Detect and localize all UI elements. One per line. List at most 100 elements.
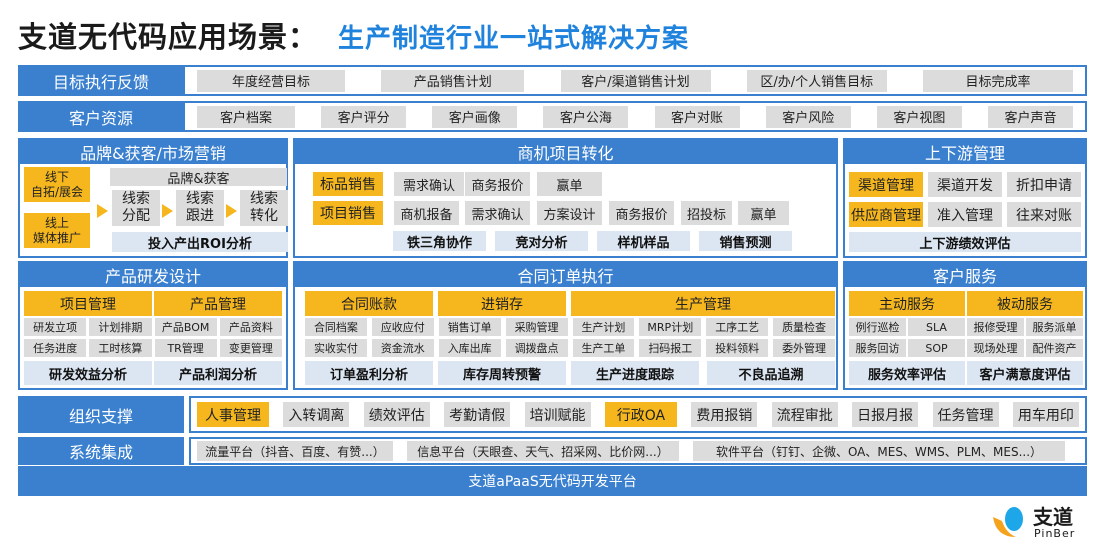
brand-step: 线索 转化 [240,190,288,226]
order-item: 销售订单 [438,318,501,336]
system-row: 流量平台（抖音、百度、有赞...） 信息平台（天眼查、天气、招采网、比价网...… [189,437,1087,465]
updown-panel: 上下游管理 渠道管理 渠道开发 折扣申请 供应商管理 准入管理 往来对账 上下游… [843,138,1087,258]
opportunity-step: 商机报备 [394,201,459,225]
rnd-item: 任务进度 [24,339,87,357]
order-item: 入库出库 [438,339,501,357]
customer-item: 客户评分 [321,105,407,128]
rnd-panel: 产品研发设计 项目管理 产品管理 研发立项 计划排期 产品BOM 产品资料 任务… [18,261,288,390]
order-header: 合同账款 [305,291,433,316]
opportunity-row-label: 项目销售 [313,201,383,225]
opportunity-step: 商务报价 [465,172,530,196]
customer-item: 客户档案 [197,105,295,128]
brand-panel: 品牌&获客/市场营销 线下 自拓/展会 线上 媒体推广 品牌&获客 线索 分配 … [18,138,288,258]
order-item: MRP计划 [639,318,702,336]
rnd-item: 产品BOM [154,318,217,336]
org-label: 组织支撑 [18,396,184,433]
rnd-item: 产品资料 [219,318,282,336]
system-label: 系统集成 [18,437,184,465]
order-item: 调拨盘点 [505,339,568,357]
rnd-analysis: 产品利润分析 [154,361,282,385]
order-item: 采购管理 [505,318,568,336]
opportunity-panel: 商机项目转化 标品销售 需求确认 商务报价 赢单 项目销售 商机报备 需求确认 … [293,138,838,258]
order-analysis: 生产进度跟踪 [571,361,699,385]
platform-bar: 支道aPaaS无代码开发平台 [18,466,1087,496]
org-item: 用车用印 [1012,402,1079,427]
brand-step: 线索 跟进 [176,190,224,226]
opportunity-analysis: 竞对分析 [495,231,588,251]
service-item: 服务回访 [849,339,906,357]
service-title: 客户服务 [845,263,1085,287]
org-item: 任务管理 [932,402,999,427]
goal-item: 客户/渠道销售计划 [560,69,711,92]
order-item: 投料领料 [706,339,769,357]
order-item: 质量检查 [773,318,835,336]
customer-label: 客户资源 [18,101,184,132]
rnd-item: 变更管理 [219,339,282,357]
page-title: 支道无代码应用场景： 生产制造行业一站式解决方案 [18,14,689,56]
arrow-icon [226,204,237,218]
opportunity-step: 需求确认 [394,172,464,196]
updown-title: 上下游管理 [845,140,1085,164]
rnd-header: 项目管理 [24,291,152,316]
order-header: 生产管理 [571,291,835,316]
opportunity-row-label: 标品销售 [313,172,383,196]
opportunity-step: 商务报价 [609,201,674,225]
updown-item: 往来对账 [1007,202,1081,227]
title-sub: 生产制造行业一站式解决方案 [338,24,690,54]
title-main: 支道无代码应用场景： [18,20,319,54]
system-item: 软件平台（钉钉、企微、OA、MES、WMS、PLM、MES...） [693,441,1065,461]
updown-item: 供应商管理 [849,202,923,227]
service-item: 配件资产 [1026,339,1083,357]
brand-source: 线上 媒体推广 [24,213,90,248]
customer-item: 客户声音 [987,105,1073,128]
service-header: 主动服务 [849,291,965,316]
opportunity-step: 需求确认 [465,201,530,225]
service-item: SOP [908,339,965,357]
order-item: 资金流水 [371,339,434,357]
org-row: 人事管理 入转调离 绩效评估 考勤请假 培训赋能 行政OA 费用报销 流程审批 … [189,396,1087,433]
org-item: 行政OA [604,402,677,427]
updown-item: 准入管理 [928,202,1002,227]
brand-step: 线索 分配 [112,190,160,226]
order-header: 进销存 [438,291,566,316]
opportunity-step: 招投标 [681,201,732,225]
logo-cn: 支道 [1033,505,1073,529]
order-item: 委外管理 [773,339,835,357]
arrow-icon [162,204,173,218]
opportunity-step: 赢单 [738,201,789,225]
brand-analysis: 投入产出ROI分析 [112,232,288,252]
system-item: 信息平台（天眼查、天气、招采网、比价网...） [407,441,679,461]
rnd-header: 产品管理 [154,291,282,316]
org-item: 绩效评估 [363,402,430,427]
order-analysis: 订单盈利分析 [305,361,433,385]
customer-item: 客户风险 [765,105,851,128]
order-title: 合同订单执行 [295,263,836,287]
service-analysis: 服务效率评估 [849,361,965,385]
order-item: 合同档案 [305,318,367,336]
service-item: 服务派单 [1026,318,1083,336]
updown-item: 渠道开发 [928,172,1002,197]
service-item: 报修受理 [967,318,1024,336]
customer-item: 客户视图 [876,105,962,128]
opportunity-analysis: 销售预测 [699,231,792,251]
customer-row: 客户档案 客户评分 客户画像 客户公海 客户对账 客户风险 客户视图 客户声音 [183,101,1087,132]
opportunity-title: 商机项目转化 [295,140,836,164]
rnd-title: 产品研发设计 [20,263,286,287]
brand-title: 品牌&获客/市场营销 [20,140,286,164]
org-item: 培训赋能 [524,402,591,427]
opportunity-step: 赢单 [537,172,602,196]
order-item: 生产工单 [572,339,635,357]
order-item: 工序工艺 [706,318,769,336]
goal-item: 区/办/个人销售目标 [746,69,887,92]
goal-item: 产品销售计划 [381,69,525,92]
service-item: 例行巡检 [849,318,906,336]
logo-icon [993,507,1023,537]
service-item: 现场处理 [967,339,1024,357]
goal-item: 年度经营目标 [197,69,345,92]
goals-row: 年度经营目标 产品销售计划 客户/渠道销售计划 区/办/个人销售目标 目标完成率 [183,65,1087,96]
updown-item: 渠道管理 [849,172,923,197]
opportunity-step: 方案设计 [537,201,602,225]
rnd-item: TR管理 [154,339,217,357]
service-analysis: 客户满意度评估 [967,361,1083,385]
order-item: 应收应付 [371,318,434,336]
